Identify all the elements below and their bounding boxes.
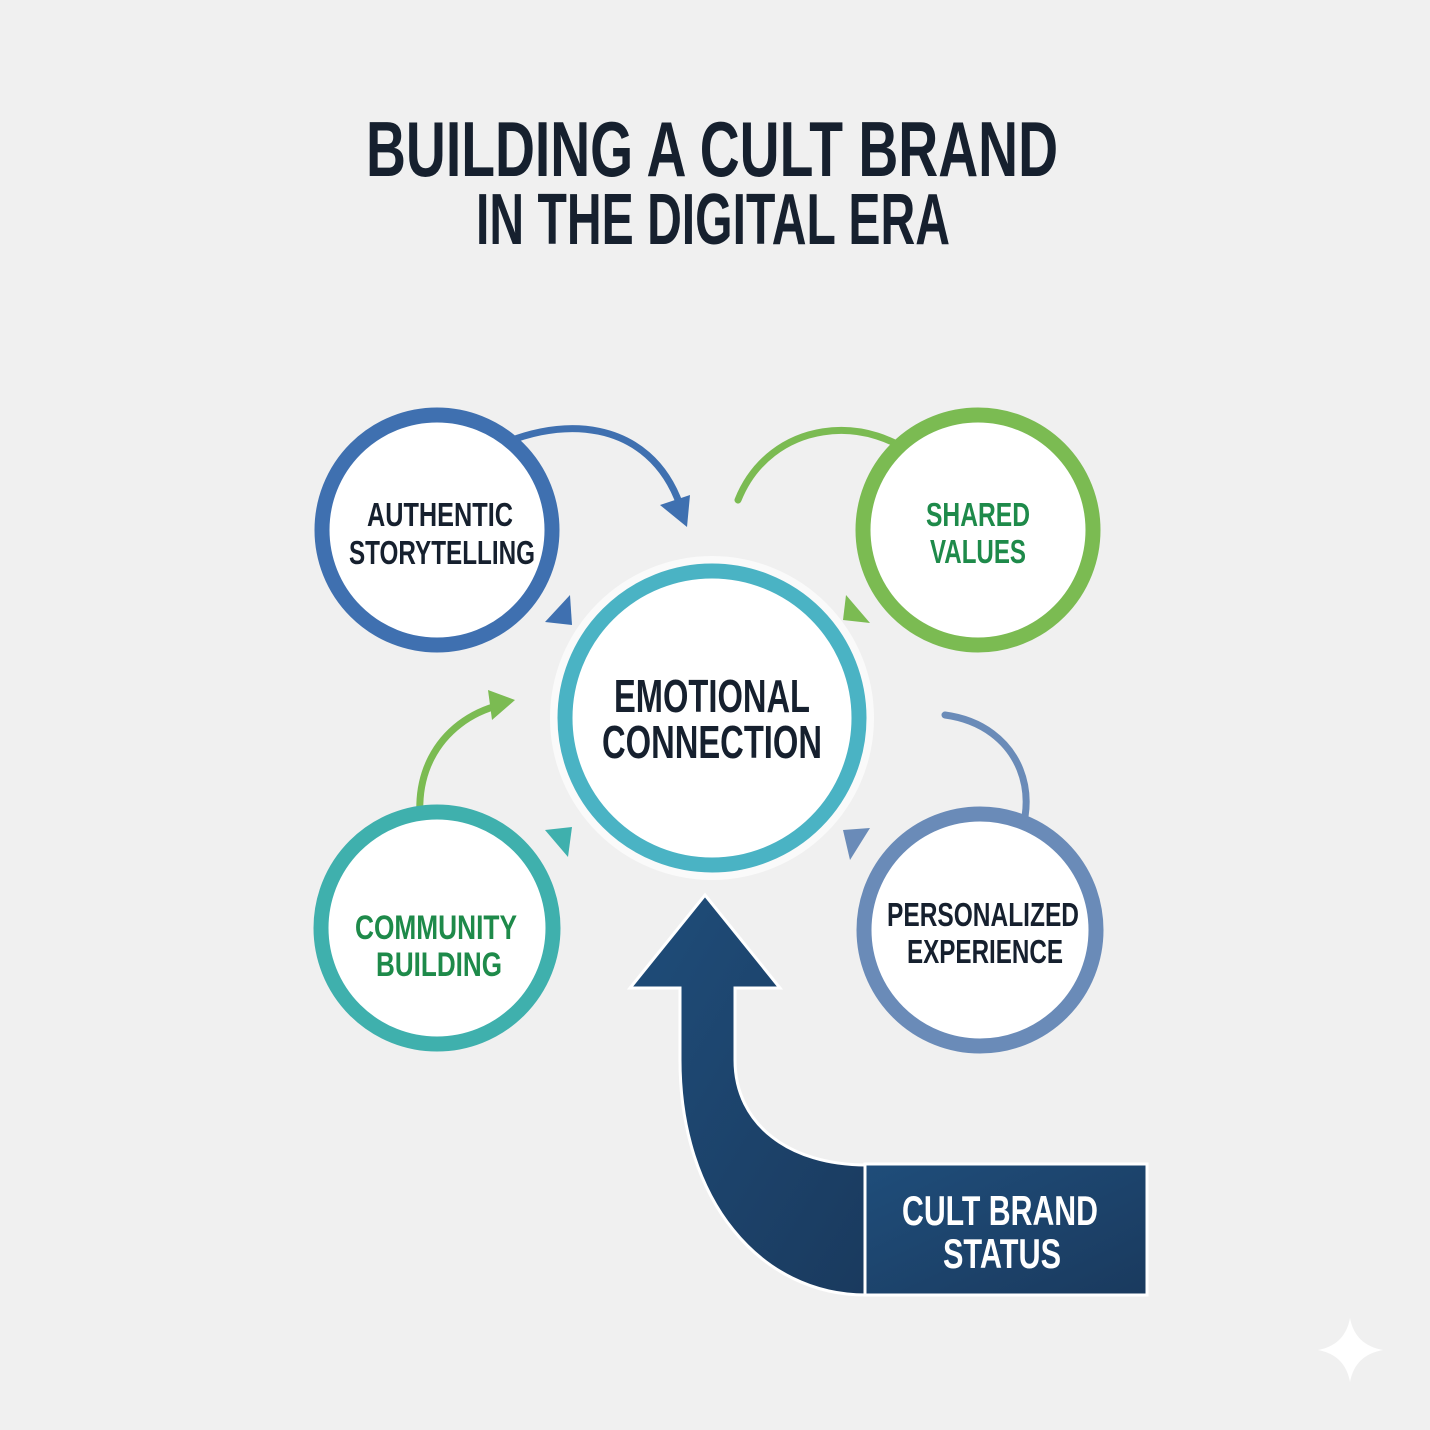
cult-brand-status-box bbox=[863, 1162, 1149, 1297]
node-authentic-storytelling: AUTHENTIC STORYTELLING bbox=[314, 407, 560, 653]
arrowhead-icon bbox=[545, 827, 572, 857]
node-ring bbox=[856, 806, 1104, 1054]
node-shared-values: SHARED VALUES bbox=[855, 407, 1101, 653]
node-label: PERSONALIZED bbox=[887, 896, 1079, 933]
arrowhead-icon bbox=[843, 595, 870, 623]
outcome-label: STATUS bbox=[943, 1230, 1061, 1277]
center-ring bbox=[557, 563, 867, 873]
center-emotional-connection: EMOTIONAL CONNECTION bbox=[550, 556, 874, 880]
cult-brand-arrow: CULT BRAND STATUS bbox=[626, 892, 1149, 1297]
arrowhead-icon bbox=[843, 828, 870, 860]
node-label: BUILDING bbox=[376, 946, 502, 984]
node-label: SHARED bbox=[926, 496, 1030, 533]
arrowhead-icon bbox=[660, 495, 690, 527]
center-label: EMOTIONAL bbox=[614, 670, 810, 722]
big-up-arrow-icon bbox=[626, 892, 868, 1297]
center-label: CONNECTION bbox=[602, 716, 822, 768]
title-line-2: IN THE DIGITAL ERA bbox=[476, 180, 950, 260]
node-label: STORYTELLING bbox=[349, 534, 535, 571]
node-ring bbox=[313, 804, 561, 1052]
outcome-label: CULT BRAND bbox=[902, 1187, 1098, 1234]
arrowhead-icon bbox=[488, 690, 515, 720]
node-label: EXPERIENCE bbox=[907, 933, 1063, 970]
node-personalized-experience: PERSONALIZED EXPERIENCE bbox=[856, 806, 1104, 1054]
node-ring bbox=[314, 407, 560, 653]
title-line-1: BUILDING A CULT BRAND bbox=[366, 105, 1058, 193]
sparkle-icon bbox=[1318, 1318, 1383, 1382]
node-ring bbox=[855, 407, 1101, 653]
node-label: AUTHENTIC bbox=[367, 496, 513, 533]
node-label: COMMUNITY bbox=[355, 909, 517, 947]
node-label: VALUES bbox=[930, 533, 1026, 570]
arrowhead-icon bbox=[545, 595, 572, 625]
node-community-building: COMMUNITY BUILDING bbox=[313, 804, 561, 1052]
